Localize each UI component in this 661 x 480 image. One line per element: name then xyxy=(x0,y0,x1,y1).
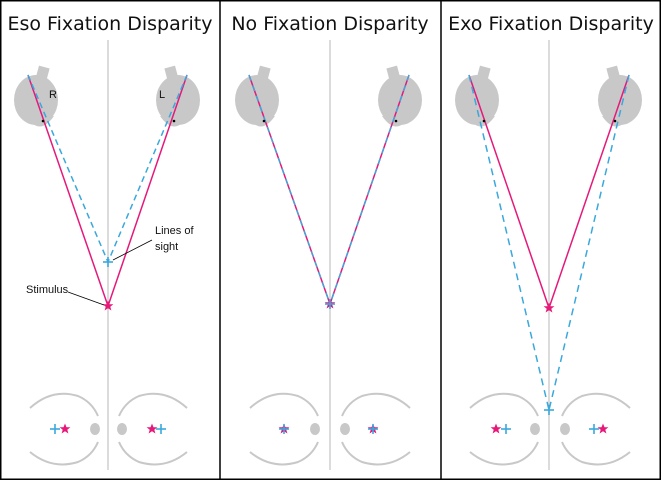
stimulus-label: Stimulus xyxy=(26,284,69,296)
optic-disc xyxy=(560,423,570,435)
retinal-fixation-cross xyxy=(500,423,512,435)
retina-outline xyxy=(249,392,319,466)
panel-eso: Eso Fixation Disparity R L Lines of sigh… xyxy=(7,13,213,470)
stimulus-line xyxy=(27,74,109,307)
callout-line xyxy=(67,291,105,306)
line-of-sight xyxy=(468,74,550,411)
panel-title: No Fixation Disparity xyxy=(231,13,428,35)
optic-disc xyxy=(340,423,350,435)
retina-outline xyxy=(341,392,411,466)
retina-outline xyxy=(469,392,539,466)
retinal-stimulus-star xyxy=(146,423,158,434)
retinal-fixation-cross xyxy=(278,423,290,435)
panel-title: Eso Fixation Disparity xyxy=(7,13,212,35)
fixation-point xyxy=(102,256,114,268)
retinal-fixation-cross xyxy=(367,423,379,435)
line-of-sight xyxy=(548,74,630,411)
right-eye-label: R xyxy=(49,89,57,101)
callout-line xyxy=(112,239,153,261)
line-of-sight xyxy=(248,74,331,305)
lines-of-sight-label: Lines of xyxy=(155,225,194,237)
retinal-fixation-cross xyxy=(49,423,61,435)
optic-disc xyxy=(530,423,540,435)
fixation-point xyxy=(543,404,555,416)
retinal-fixation-cross xyxy=(588,423,600,435)
line-of-sight xyxy=(27,74,109,263)
retinal-stimulus-star xyxy=(597,423,609,434)
retina-outline xyxy=(561,392,631,466)
retina-outline xyxy=(29,392,99,466)
optic-disc xyxy=(117,423,127,435)
panel-title: Exo Fixation Disparity xyxy=(448,13,654,35)
panel-exo: Exo Fixation Disparity xyxy=(448,13,654,470)
stimulus-line xyxy=(468,74,550,309)
panel-no-disparity: No Fixation Disparity xyxy=(231,13,429,470)
lines-of-sight-label: sight xyxy=(155,241,178,253)
left-eye xyxy=(378,65,422,127)
optic-disc xyxy=(90,423,100,435)
stimulus-line xyxy=(107,74,188,307)
left-eye xyxy=(598,65,642,127)
fixation-point xyxy=(324,298,336,310)
retinal-stimulus-star xyxy=(59,423,71,434)
retinal-stimulus-star xyxy=(490,423,502,434)
retinal-fixation-cross xyxy=(155,423,167,435)
stimulus-line xyxy=(548,74,630,309)
line-of-sight xyxy=(329,74,410,305)
retina-outline xyxy=(118,392,188,466)
left-eye-label: L xyxy=(159,89,165,101)
line-of-sight xyxy=(107,74,188,263)
optic-disc xyxy=(310,423,320,435)
